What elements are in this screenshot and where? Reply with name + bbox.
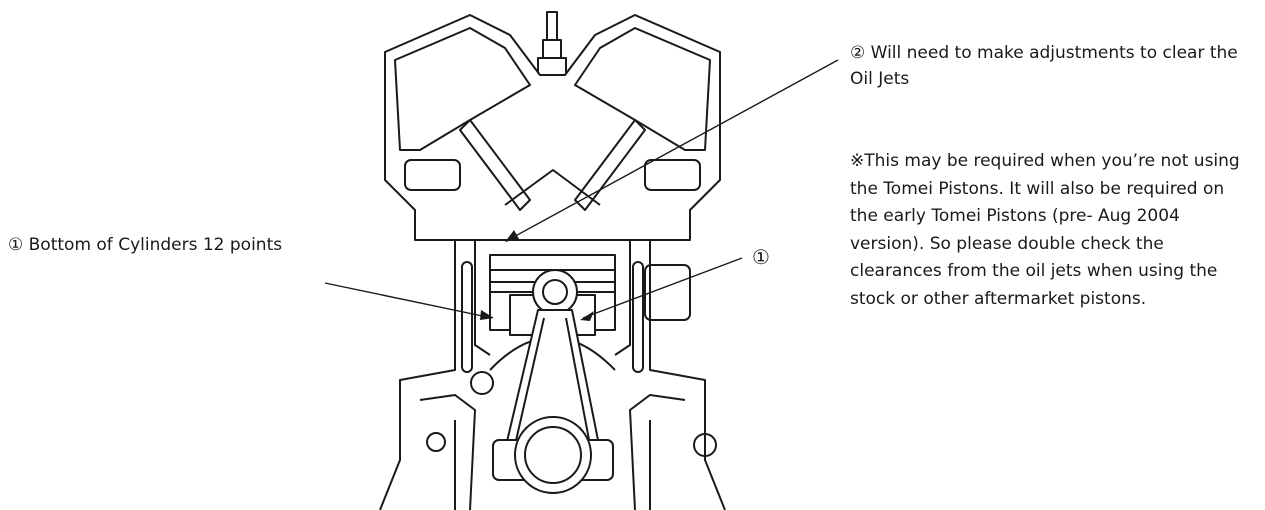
leader-bottom-cylinders (324, 282, 493, 319)
label-oil-jets: ② Will need to make adjustments to clear… (850, 43, 1238, 89)
leader-marker-one (582, 257, 743, 319)
crankcase-lower (454, 420, 651, 510)
cylinder-head (384, 14, 721, 241)
label-bottom-of-cylinders: ① Bottom of Cylinders 12 points (8, 235, 283, 255)
cylinder-block (379, 240, 726, 510)
arrowhead-marker-one (580, 311, 594, 321)
spark-plug (537, 11, 567, 98)
connecting-rod (492, 269, 614, 494)
label-note: ※This may be required when you’re not us… (850, 151, 1240, 309)
arrowhead-bottom-cylinders (480, 310, 494, 320)
leader-oil-jets (507, 59, 839, 241)
label-marker-one: ① (752, 245, 770, 269)
arrowhead-oil-jets (505, 230, 519, 242)
